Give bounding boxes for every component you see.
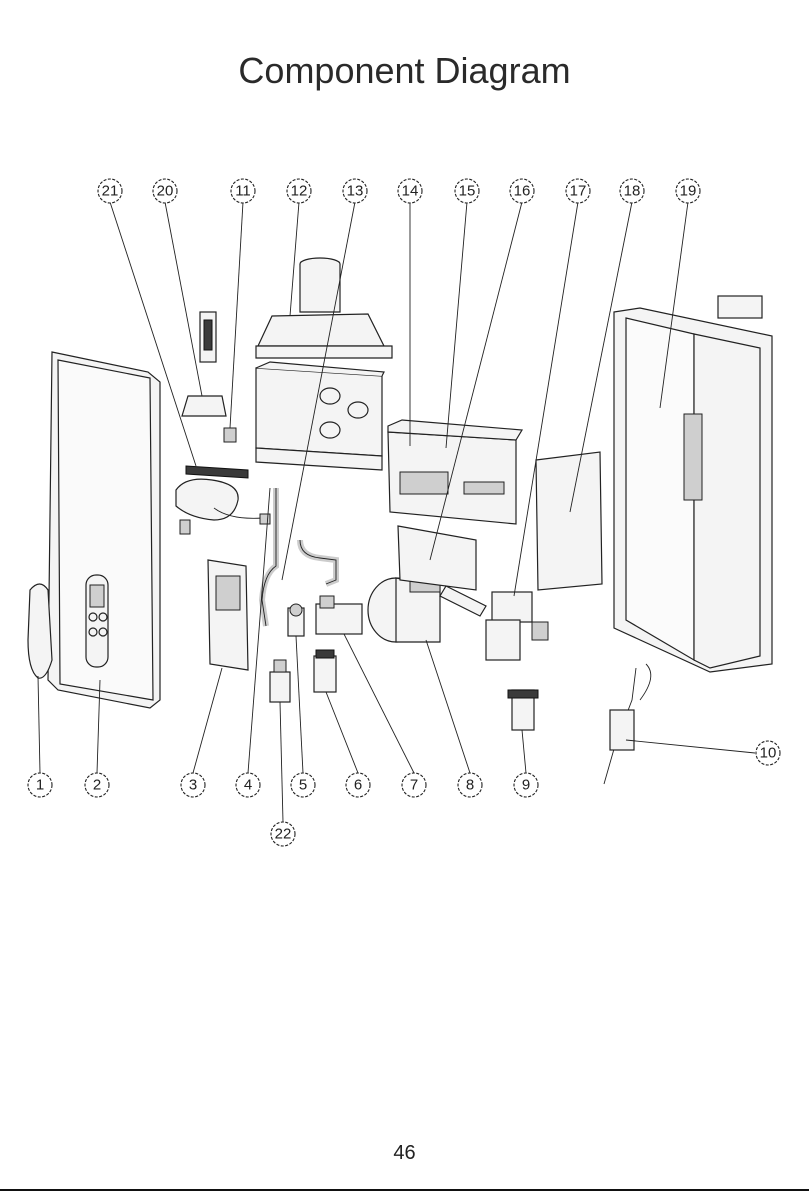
rear-housing [614, 296, 772, 672]
svg-text:3: 3 [189, 777, 197, 794]
svg-text:14: 14 [402, 183, 419, 200]
svg-text:11: 11 [235, 183, 251, 200]
front-cover-panel [48, 352, 160, 708]
callout-1: 1 [28, 773, 52, 797]
callout-4: 4 [236, 773, 260, 797]
svg-text:18: 18 [624, 183, 641, 200]
callout-8: 8 [458, 773, 482, 797]
svg-text:2: 2 [93, 777, 101, 794]
svg-text:4: 4 [244, 777, 252, 794]
svg-text:21: 21 [102, 183, 119, 200]
svg-text:10: 10 [760, 745, 777, 762]
blower-fan [368, 578, 440, 642]
heat-exchanger [256, 362, 384, 470]
callout-5: 5 [291, 773, 315, 797]
outlet-fitting [508, 690, 538, 730]
svg-text:12: 12 [291, 183, 308, 200]
callout-7: 7 [402, 773, 426, 797]
svg-text:8: 8 [466, 777, 474, 794]
pressure-relief-valve [270, 660, 290, 702]
callout-10: 10 [756, 741, 780, 765]
svg-text:22: 22 [275, 826, 292, 843]
flame-sensor [224, 428, 236, 442]
callout-16: 16 [510, 179, 534, 203]
callout-18: 18 [620, 179, 644, 203]
svg-text:20: 20 [157, 183, 174, 200]
side-trim [28, 584, 52, 678]
svg-text:5: 5 [299, 777, 307, 794]
svg-text:16: 16 [514, 183, 531, 200]
gas-valve [316, 596, 362, 634]
svg-text:7: 7 [410, 777, 418, 794]
gasket-plate [208, 560, 248, 670]
callout-15: 15 [455, 179, 479, 203]
callout-6: 6 [346, 773, 370, 797]
flue-hood [256, 258, 392, 358]
callout-13: 13 [343, 179, 367, 203]
callout-20: 20 [153, 179, 177, 203]
power-cord [604, 664, 651, 784]
burner-box [388, 420, 522, 524]
water-flow-control [486, 592, 548, 660]
svg-text:19: 19 [680, 183, 697, 200]
svg-text:6: 6 [354, 777, 362, 794]
page-number: 46 [0, 1142, 809, 1165]
callout-3: 3 [181, 773, 205, 797]
callout-9: 9 [514, 773, 538, 797]
callout-2: 2 [85, 773, 109, 797]
bottom-rule [0, 1189, 809, 1191]
svg-text:13: 13 [347, 183, 364, 200]
small-valve [288, 604, 304, 636]
cable-harness [176, 466, 270, 534]
svg-text:1: 1 [36, 777, 44, 794]
inlet-fitting [314, 650, 336, 692]
svg-text:17: 17 [570, 183, 587, 200]
callout-19: 19 [676, 179, 700, 203]
callout-11: 11 [231, 179, 255, 203]
svg-text:9: 9 [522, 777, 530, 794]
callout-17: 17 [566, 179, 590, 203]
svg-text:15: 15 [459, 183, 476, 200]
callout-14: 14 [398, 179, 422, 203]
control-board [536, 452, 602, 590]
callout-12: 12 [287, 179, 311, 203]
callout-22: 22 [271, 822, 295, 846]
callout-21: 21 [98, 179, 122, 203]
